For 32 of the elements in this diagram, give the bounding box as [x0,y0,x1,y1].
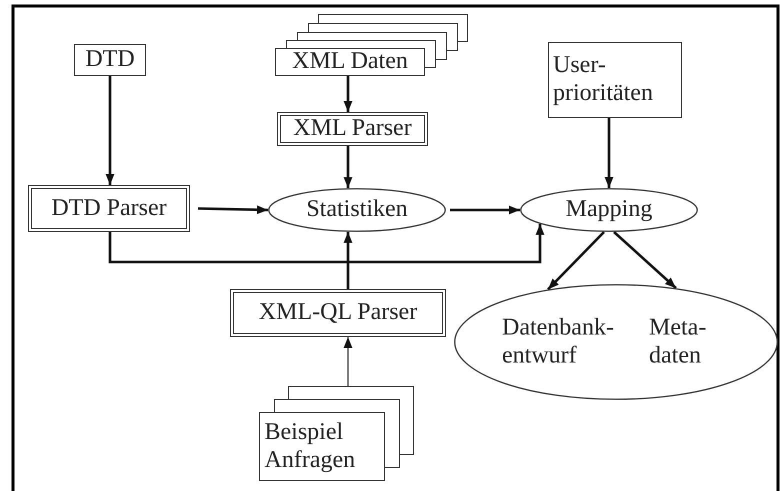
arrow [344,337,352,386]
arrow [344,232,352,289]
node-label: Mapping [566,196,652,224]
ellipse-node [268,188,446,232]
ellipse-node [520,188,698,232]
node-label: Datenbank- entwurf [502,314,615,370]
arrow [344,76,352,112]
input-box [74,44,146,76]
arrow [106,76,114,185]
node-label: DTD [85,46,135,74]
arrow [198,205,268,214]
arrow [108,224,544,264]
process-box [230,289,446,337]
node-label: XML Parser [293,115,412,143]
process-box [277,112,428,146]
arrow [547,231,605,290]
arrow [450,206,520,214]
node-label: User- prioritäten [553,52,654,108]
node-label: Beispiel Anfragen [264,418,356,474]
node-label: Statistiken [306,196,408,224]
ellipse-node [454,284,778,400]
arrow [344,146,352,188]
node-label: Meta- daten [649,314,708,370]
node-label: XML-QL Parser [258,299,418,327]
process-box [28,185,190,232]
arrow [613,231,677,290]
document-stack [275,14,468,76]
node-label: XML Daten [292,48,408,76]
arrow [604,118,614,188]
document-stack [259,386,414,481]
input-box [548,42,682,118]
node-label: DTD Parser [51,194,167,222]
